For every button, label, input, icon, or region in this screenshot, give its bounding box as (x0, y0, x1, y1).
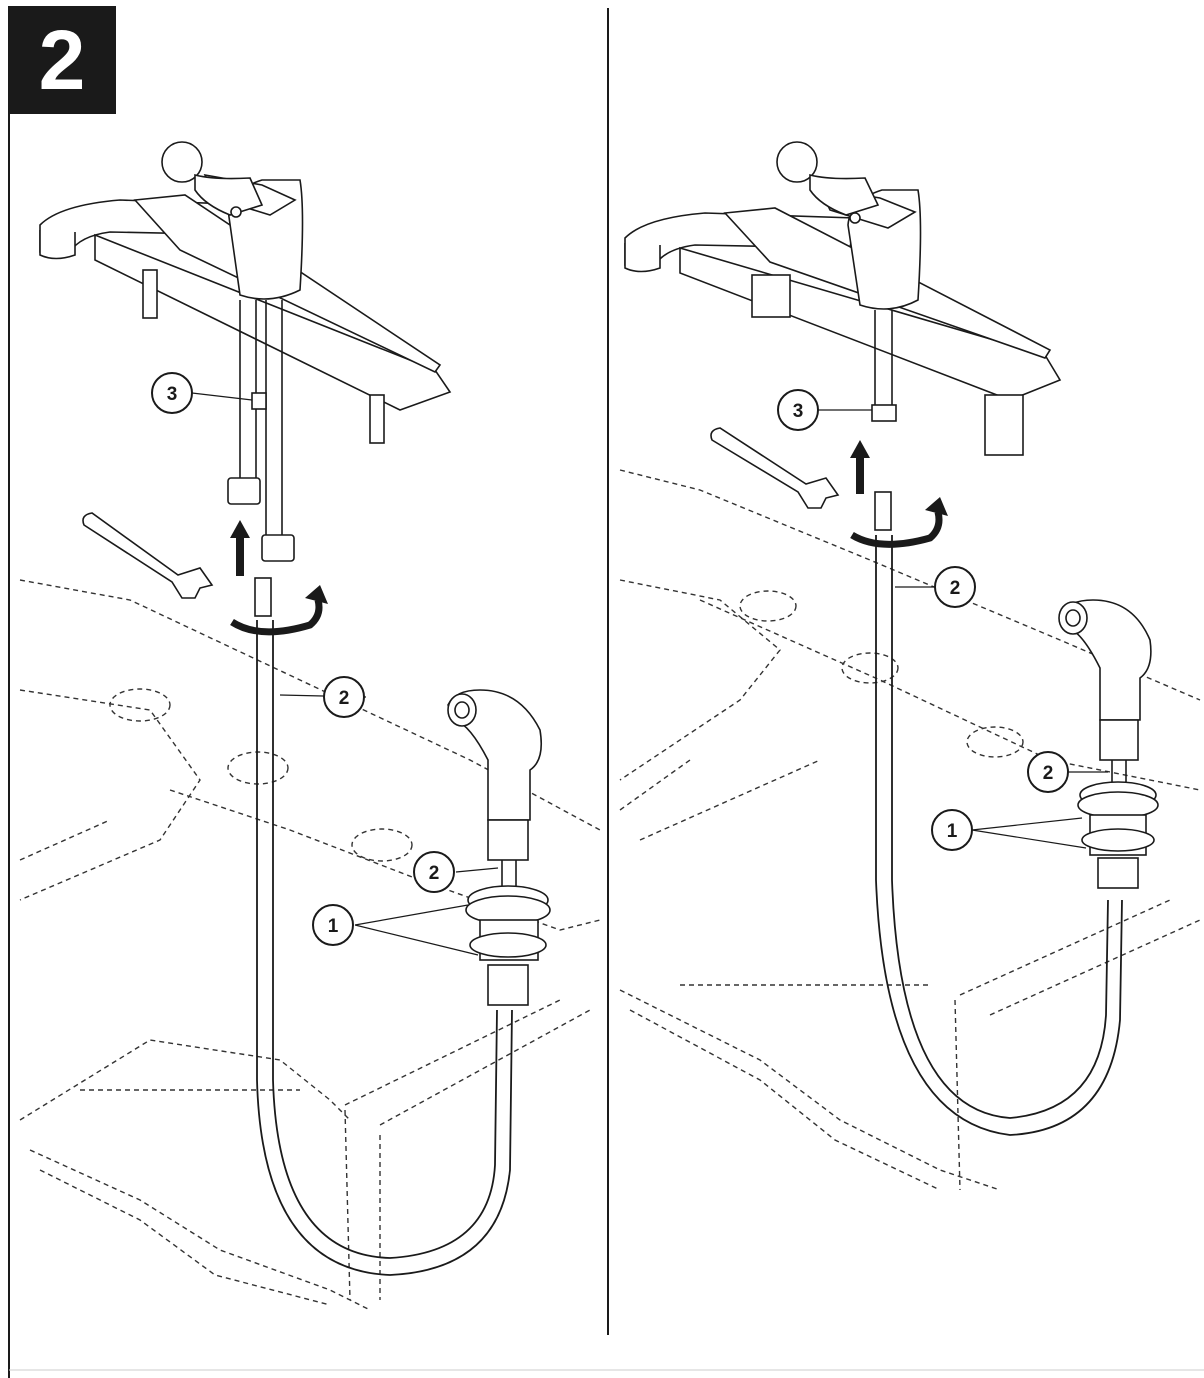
rotate-arrow-icon (850, 491, 948, 548)
spray-base-washers (465, 885, 551, 1006)
callout-right-2-nut: 2 (1027, 751, 1069, 793)
callout-label: 2 (950, 578, 961, 599)
step-number-badge: 2 (8, 6, 116, 114)
callout-left-2-hose: 2 (323, 676, 365, 718)
callout-label: 3 (167, 384, 178, 405)
up-arrow-icon (230, 520, 250, 576)
callouts: 3 2 2 1 3 2 2 (151, 372, 1069, 946)
spray-hose (875, 535, 1123, 1136)
callout-label: 2 (1043, 763, 1054, 784)
step-number: 2 (38, 13, 86, 107)
up-arrow-icon (850, 440, 870, 494)
rotate-arrow-icon (230, 577, 328, 636)
callout-right-3: 3 (777, 389, 819, 431)
faucet-icon (624, 141, 1062, 456)
callout-label: 2 (339, 688, 350, 709)
spray-hose (256, 620, 513, 1276)
panel-right (619, 141, 1201, 1191)
callout-label: 1 (328, 916, 339, 937)
faucet-icon (39, 141, 452, 562)
spray-base-washers (1077, 781, 1159, 889)
callout-left-1: 1 (312, 904, 354, 946)
callout-right-1: 1 (931, 809, 973, 851)
callout-left-2-nut: 2 (413, 851, 455, 893)
callout-label: 1 (947, 821, 958, 842)
callout-leaders (191, 392, 499, 956)
spray-head-icon (1058, 599, 1152, 790)
sink-outline-dashed (619, 469, 1201, 1191)
callout-label: 2 (429, 863, 440, 884)
callout-label: 3 (793, 401, 804, 422)
callout-right-2-hose: 2 (934, 566, 976, 608)
spray-head-icon (447, 689, 543, 900)
callout-leaders (818, 409, 1108, 849)
panel-left (19, 141, 601, 1311)
wrench-icon (82, 512, 214, 599)
wrench-icon (710, 427, 840, 509)
callout-left-3: 3 (151, 372, 193, 414)
